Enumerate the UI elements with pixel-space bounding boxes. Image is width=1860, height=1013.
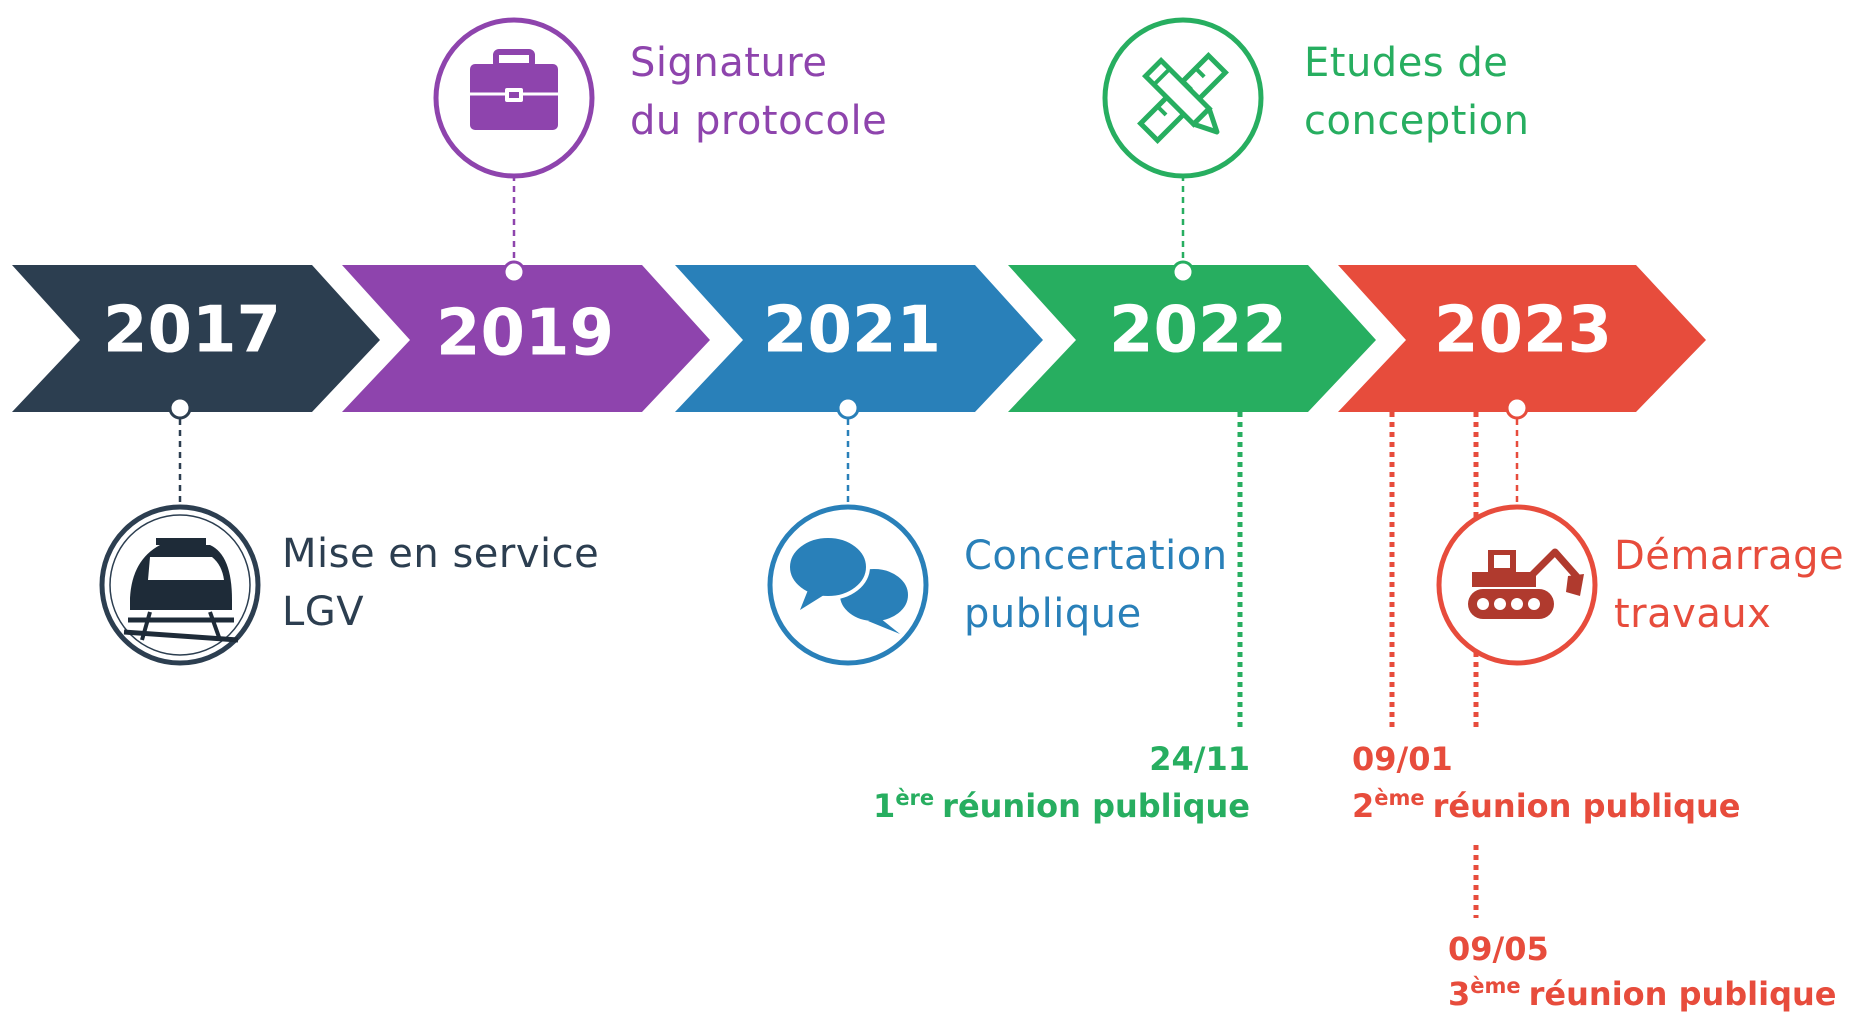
year-label-2022: 2022 [1109,294,1287,368]
milestone-label-2017: Mise en service LGV [282,531,612,635]
chevron-2023 [1338,265,1706,412]
year-label-2019: 2019 [436,297,614,371]
meeting-1-number: 1 [873,787,895,825]
connector-dot-2017 [168,396,192,420]
chevron-2019 [342,265,710,412]
connector-dot-2023 [1505,396,1529,420]
meeting-2-date: 09/01 [1352,740,1453,778]
meeting-2-text: réunion publique [1433,787,1741,825]
meeting-1-text: réunion publique [942,787,1250,825]
meeting-3-label: 3ème réunion publique [1448,974,1836,1013]
meeting-3-date: 09/05 [1448,930,1549,968]
milestone-2022-line2: conception [1304,98,1529,144]
milestone-label-2021: Concertation publique [964,533,1241,637]
connector-dot-2021 [836,396,860,420]
connector-dot-2019 [502,260,526,284]
milestone-label-2019: Signature du protocole [630,40,887,144]
meeting-3-suffix: ème [1470,974,1520,998]
milestone-2023-line1: Démarrage [1614,533,1844,579]
milestone-label-2023: Démarrage travaux [1614,533,1857,637]
milestone-2021-line2: publique [964,591,1142,637]
milestone-2019-line2: du protocole [630,98,887,144]
train-icon [99,504,261,666]
milestone-2023-line2: travaux [1614,591,1771,637]
chevron-2021 [675,265,1043,412]
pencil-ruler-icon [1102,17,1264,179]
meeting-3-number: 3 [1448,975,1470,1013]
milestone-2017-line1: Mise en service [282,531,599,577]
excavator-icon [1436,504,1598,666]
connector-dot-2022 [1171,260,1195,284]
meeting-2-number: 2 [1352,787,1374,825]
meeting-3-text: réunion publique [1529,975,1837,1013]
meeting-1-suffix: ère [895,786,934,810]
chevron-2017 [12,265,380,412]
year-label-2017: 2017 [103,294,281,368]
year-label-2023: 2023 [1434,294,1612,368]
speech-bubbles-icon [767,504,929,666]
year-label-2021: 2021 [763,294,941,368]
milestone-2019-line1: Signature [630,40,827,86]
meeting-2-suffix: ème [1374,786,1424,810]
meeting-1-date: 24/11 [1149,740,1250,778]
milestone-2022-line1: Etudes de [1304,40,1508,86]
chevron-2022 [1008,265,1376,412]
meeting-1-label: 1ère réunion publique [873,786,1250,825]
milestone-2017-line2: LGV [282,589,364,635]
milestone-2021-line1: Concertation [964,533,1228,579]
milestone-label-2022: Etudes de conception [1304,40,1529,144]
briefcase-icon [433,17,595,179]
meeting-2-label: 2ème réunion publique [1352,786,1740,825]
